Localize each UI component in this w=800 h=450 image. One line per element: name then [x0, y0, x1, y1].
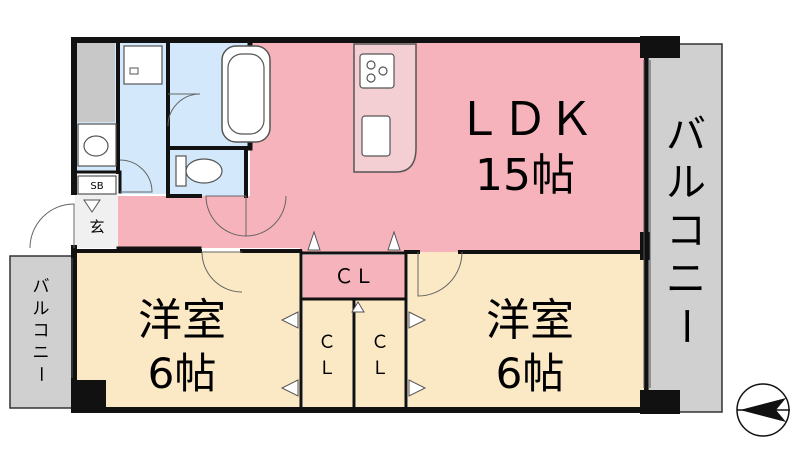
- closet-left: [303, 300, 353, 408]
- closet-right-label-c: Ｃ: [371, 332, 389, 353]
- entrance-label: 玄: [89, 218, 104, 236]
- column-bottom-right: [640, 390, 680, 414]
- washing-machine-pan-icon: [123, 45, 163, 85]
- svg-text:コ: コ: [666, 208, 706, 254]
- balcony-right: [647, 43, 723, 413]
- closet-right-label-l: Ｌ: [371, 358, 389, 379]
- stove-burner-icon: [359, 53, 395, 89]
- closet-right: [356, 300, 406, 408]
- column-top-right: [640, 36, 680, 58]
- svg-text:ル: ル: [33, 299, 50, 319]
- svg-text:コ: コ: [33, 321, 50, 341]
- western-room-left: [75, 252, 301, 409]
- svg-text:バ: バ: [666, 112, 706, 158]
- closet-top-label: ＣＬ: [334, 264, 374, 288]
- closet-door-marks: [280, 230, 427, 397]
- column-mid-right: [640, 232, 650, 260]
- toilet-icon: [175, 155, 223, 187]
- western-left-size: 6帖: [148, 349, 217, 398]
- western-right-name: 洋室: [486, 295, 574, 346]
- bathtub-icon: [221, 45, 271, 143]
- storage-gray: [75, 42, 115, 122]
- window-marks: [71, 60, 651, 388]
- svg-text:ー: ー: [30, 366, 50, 383]
- balcony-left: [9, 255, 73, 409]
- western-right-size: 6帖: [496, 349, 565, 398]
- balcony-right-label: バ ル コ ニ ー: [662, 112, 708, 346]
- closet-left-label-c: Ｃ: [318, 332, 336, 353]
- shoe-box: [77, 175, 117, 195]
- compass-north-arrow-icon: [736, 383, 790, 437]
- svg-text:バ: バ: [33, 277, 50, 297]
- door-swings: [29, 93, 463, 297]
- svg-text:ル: ル: [666, 160, 706, 206]
- washbasin-icon: [77, 123, 117, 167]
- svg-text:ニ: ニ: [33, 343, 50, 363]
- svg-text:ー: ー: [662, 306, 708, 346]
- closet-left-label-l: Ｌ: [318, 358, 336, 379]
- shoe-box-label: SB: [90, 181, 103, 192]
- western-left-name: 洋室: [138, 295, 226, 346]
- ldk-name: ＬＤＫ: [456, 92, 594, 146]
- western-room-right: [408, 252, 646, 409]
- ldk-size: 15帖: [475, 150, 575, 201]
- closet-top: [303, 255, 406, 298]
- svg-text:ニ: ニ: [666, 256, 706, 302]
- kitchen-sink-icon: [361, 115, 391, 157]
- column-bottom-left: [74, 380, 106, 412]
- balcony-left-label: バ ル コ ニ ー: [30, 277, 50, 383]
- entrance-arrow-icon: [83, 199, 101, 213]
